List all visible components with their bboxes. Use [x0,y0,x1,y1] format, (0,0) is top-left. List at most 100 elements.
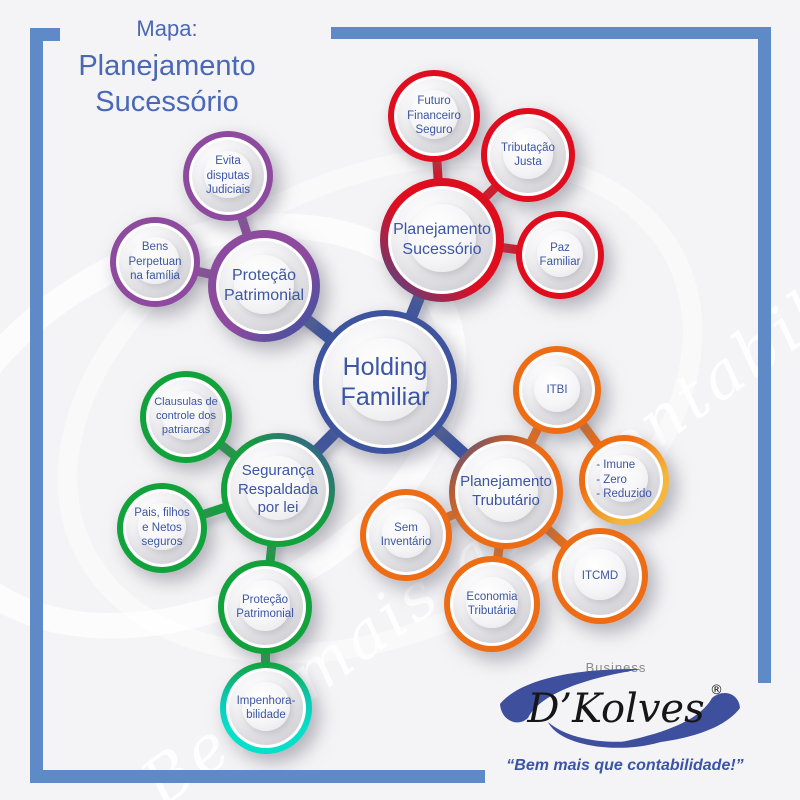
node-ring: Segurança Respaldada por lei [221,433,335,547]
node-sphere: Proteção Patrimonial [227,569,303,645]
node-sphere: Futuro Financeiro Seguro [397,79,471,153]
node-core [409,90,459,139]
node-sphere: Paz Familiar [525,220,595,290]
node-ring: Proteção Patrimonial [218,560,312,654]
node-tributacao-justa-label: Tributação Justa [501,141,555,168]
node-sphere: - Imune - Zero - Reduzido [588,444,660,516]
node-gap: ITCMD [558,534,642,618]
node-ring: Tributação Justa [481,108,575,202]
node-core [161,391,211,440]
node-evita-disputas-label: Evita disputas Judiciais [205,155,251,197]
node-sphere: Pais, filhos e Netos seguros [126,492,198,564]
node-ring: Sem Inventário [360,489,452,581]
node-ring: - Imune - Zero - Reduzido [579,435,669,525]
node-gap: Futuro Financeiro Seguro [394,76,474,156]
node-sphere: Tributação Justa [490,117,566,193]
logo-name-text: D’Kolves [526,686,704,732]
logo-swoosh-left [500,668,642,723]
node-gap: Pais, filhos e Netos seguros [123,489,201,567]
node-ring: Economia Tributária [444,556,540,652]
node-clausulas-controle: Clausulas de controle dos patriarcas [140,371,232,463]
node-seguranca-respaldada: Segurança Respaldada por lei [221,433,335,547]
node-gap: ITBI [519,352,595,428]
node-planejamento-trubutario: Planejamento Trubutário [449,435,563,549]
logo-bowl [548,718,692,748]
title-line2: Sucessório [95,86,239,118]
node-sphere: ITCMD [561,537,639,615]
node-sphere: Proteção Patrimonial [219,241,309,331]
dkolves-logo-graphic: Business D’Kolves ® [500,660,740,748]
node-impenhorabilidade: Impenhora- bilidade [220,662,312,754]
node-pais-filhos-netos: Pais, filhos e Netos seguros [117,483,207,573]
node-clausulas-controle-label: Clausulas de controle dos patriarcas [154,396,218,436]
node-core [466,576,518,629]
logo-registered-mark: ® [710,683,723,698]
node-itbi-label: ITBI [546,383,568,396]
node-tributacao-justa: Tributação Justa [481,108,575,202]
node-gap: Segurança Respaldada por lei [227,439,329,541]
frame-left-bar [30,28,43,783]
node-gap: Sem Inventário [366,495,446,575]
dkolves-logo: Business D’Kolves ® [494,658,746,763]
node-sphere: Evita disputas Judiciais [192,140,264,212]
node-gap: Impenhora- bilidade [226,668,306,748]
node-core [131,236,179,285]
node-economia-tributaria-label: Economia Tributária [466,590,518,617]
node-core [536,230,584,277]
node-itcmd: ITCMD [552,528,648,624]
node-protecao-patrimonial-label: Proteção Patrimonial [223,267,305,304]
node-sphere: Impenhora- bilidade [229,671,303,745]
node-protecao-patrimonial-2-label: Proteção Patrimonial [236,593,294,620]
node-gap: - Imune - Zero - Reduzido [585,441,663,519]
node-sem-inventario: Sem Inventário [360,489,452,581]
node-ring: Proteção Patrimonial [208,230,320,342]
node-core [239,580,291,631]
node-core [408,204,476,272]
node-core [138,502,186,551]
node-protecao-patrimonial-2: Proteção Patrimonial [218,560,312,654]
node-futuro-financeiro: Futuro Financeiro Seguro [388,70,480,162]
node-planejamento-sucessorio: Planejamento Sucessório [380,178,504,302]
node-core [533,365,581,412]
node-core [234,254,294,314]
node-holding-familiar-label: Holding Familiar [340,353,430,411]
node-ring: Pais, filhos e Netos seguros [117,483,207,573]
node-gap: Bens Perpetuan na família [116,223,194,301]
node-core [343,337,427,422]
node-bens-perpetuan: Bens Perpetuan na família [110,217,200,307]
node-core [204,150,252,199]
node-protecao-patrimonial: Proteção Patrimonial [208,230,320,342]
node-imune-zero-reduzido-label: - Imune - Zero - Reduzido [596,459,652,501]
node-ring: ITBI [513,346,601,434]
node-ring: Clausulas de controle dos patriarcas [140,371,232,463]
frame-bottom-bar [30,770,485,783]
node-core [574,548,626,601]
logo-tagline: “Bem mais que contabilidade!” [506,757,744,774]
node-planejamento-trubutario-label: Planejamento Trubutário [460,473,552,509]
node-pais-filhos-netos-label: Pais, filhos e Netos seguros [134,507,190,549]
frame-right-bar [758,27,771,683]
node-sphere: Segurança Respaldada por lei [230,442,326,538]
node-ring: Bens Perpetuan na família [110,217,200,307]
node-gap: Holding Familiar [319,316,451,448]
node-sphere: ITBI [522,355,592,425]
node-paz-familiar: Paz Familiar [516,211,604,299]
node-core [502,128,554,179]
node-imune-zero-reduzido: - Imune - Zero - Reduzido [579,435,669,525]
node-core [241,682,291,731]
node-ring: ITCMD [552,528,648,624]
node-gap: Tributação Justa [487,114,569,196]
node-gap: Clausulas de controle dos patriarcas [146,377,226,457]
node-holding-familiar: Holding Familiar [313,310,457,454]
node-gap: Planejamento Trubutário [455,441,557,543]
node-ring: Paz Familiar [516,211,604,299]
node-ring: Planejamento Trubutário [449,435,563,549]
node-sphere: Bens Perpetuan na família [119,226,191,298]
node-seguranca-respaldada-label: Segurança Respaldada por lei [237,461,319,517]
node-paz-familiar-label: Paz Familiar [539,241,581,268]
node-impenhorabilidade-label: Impenhora- bilidade [236,694,296,721]
node-core [381,509,431,558]
node-itcmd-label: ITCMD [581,569,619,582]
node-gap: Proteção Patrimonial [216,238,312,334]
